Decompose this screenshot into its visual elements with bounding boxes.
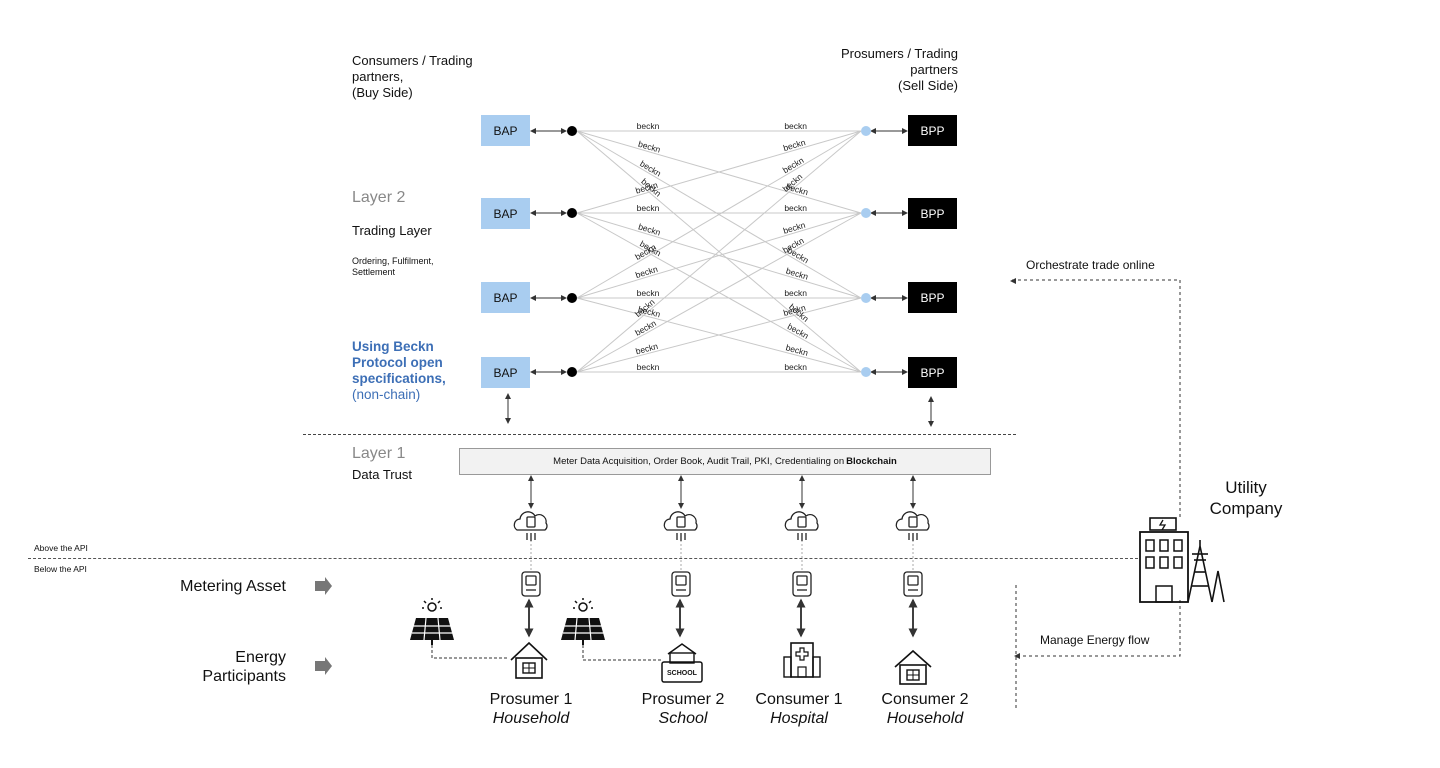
bpp-node-2[interactable]: BPP bbox=[908, 198, 957, 229]
beckn-link bbox=[576, 130, 862, 299]
bap-node-4[interactable]: BAP bbox=[481, 357, 530, 388]
above-api-label: Above the API bbox=[34, 543, 88, 553]
beckn-link-label: beckn bbox=[637, 288, 660, 298]
school-sign-text: SCHOOL bbox=[667, 670, 698, 677]
buy-side-title: Consumers / Trading partners,(Buy Side) bbox=[352, 53, 473, 100]
layer2-description: Ordering, Fulfilment,Settlement bbox=[352, 256, 434, 277]
beckn-link-label: beckn bbox=[784, 362, 807, 372]
smart-meter-icon bbox=[671, 571, 691, 597]
beckn-link bbox=[576, 212, 862, 373]
school-icon: SCHOOL bbox=[661, 643, 703, 683]
beckn-link-label: beckn bbox=[637, 362, 660, 372]
layer2-name: Layer 2 bbox=[352, 189, 406, 206]
beckn-link bbox=[576, 130, 862, 373]
solar-panel-icon bbox=[561, 598, 605, 645]
api-boundary-line bbox=[28, 558, 1138, 559]
beckn-protocol-note: Using Beckn Protocol open specifications… bbox=[352, 339, 446, 402]
smart-meter-icon bbox=[521, 571, 541, 597]
cloud-icon bbox=[784, 511, 819, 541]
cloud-icon bbox=[663, 511, 698, 541]
solar-panel-icon bbox=[410, 598, 454, 645]
house-icon bbox=[510, 641, 548, 679]
bap-node-1[interactable]: BAP bbox=[481, 115, 530, 146]
below-api-label: Below the API bbox=[34, 564, 87, 574]
beckn-link-label: beckn bbox=[784, 288, 807, 298]
beckn-link-label: beckn bbox=[784, 121, 807, 131]
hospital-icon bbox=[783, 642, 821, 678]
manage-energy-flow-label: Manage Energy flow bbox=[1040, 633, 1150, 647]
smart-meter-icon bbox=[792, 571, 812, 597]
bpp-node-4[interactable]: BPP bbox=[908, 357, 957, 388]
cloud-icon bbox=[513, 511, 548, 541]
orchestrate-trade-label: Orchestrate trade online bbox=[1026, 258, 1155, 272]
layer1-title: Data Trust bbox=[352, 467, 412, 482]
beckn-link bbox=[576, 297, 862, 373]
layer1-name: Layer 1 bbox=[352, 445, 406, 462]
beckn-link-label: beckn bbox=[637, 203, 660, 213]
beckn-link bbox=[576, 130, 862, 214]
bap-node-2[interactable]: BAP bbox=[481, 198, 530, 229]
beckn-link-label: beckn bbox=[786, 321, 811, 341]
layer-separator bbox=[303, 434, 1016, 435]
metering-asset-label: Metering Asset bbox=[180, 578, 286, 595]
beckn-link-label: beckn bbox=[784, 203, 807, 213]
bpp-node-3[interactable]: BPP bbox=[908, 282, 957, 313]
bpp-node-1[interactable]: BPP bbox=[908, 115, 957, 146]
layer2-title: Trading Layer bbox=[352, 223, 432, 238]
utility-building-icon bbox=[1139, 517, 1225, 603]
house-icon bbox=[894, 649, 932, 685]
beckn-link-label: beckn bbox=[637, 121, 660, 131]
beckn-link bbox=[576, 212, 862, 299]
cloud-icon bbox=[895, 511, 930, 541]
beckn-link-label: beckn bbox=[638, 158, 663, 178]
smart-meter-icon bbox=[903, 571, 923, 597]
beckn-link-label: beckn bbox=[781, 155, 806, 175]
bap-node-3[interactable]: BAP bbox=[481, 282, 530, 313]
blockchain-data-trust-bar: Meter Data Acquisition, Order Book, Audi… bbox=[459, 448, 991, 475]
